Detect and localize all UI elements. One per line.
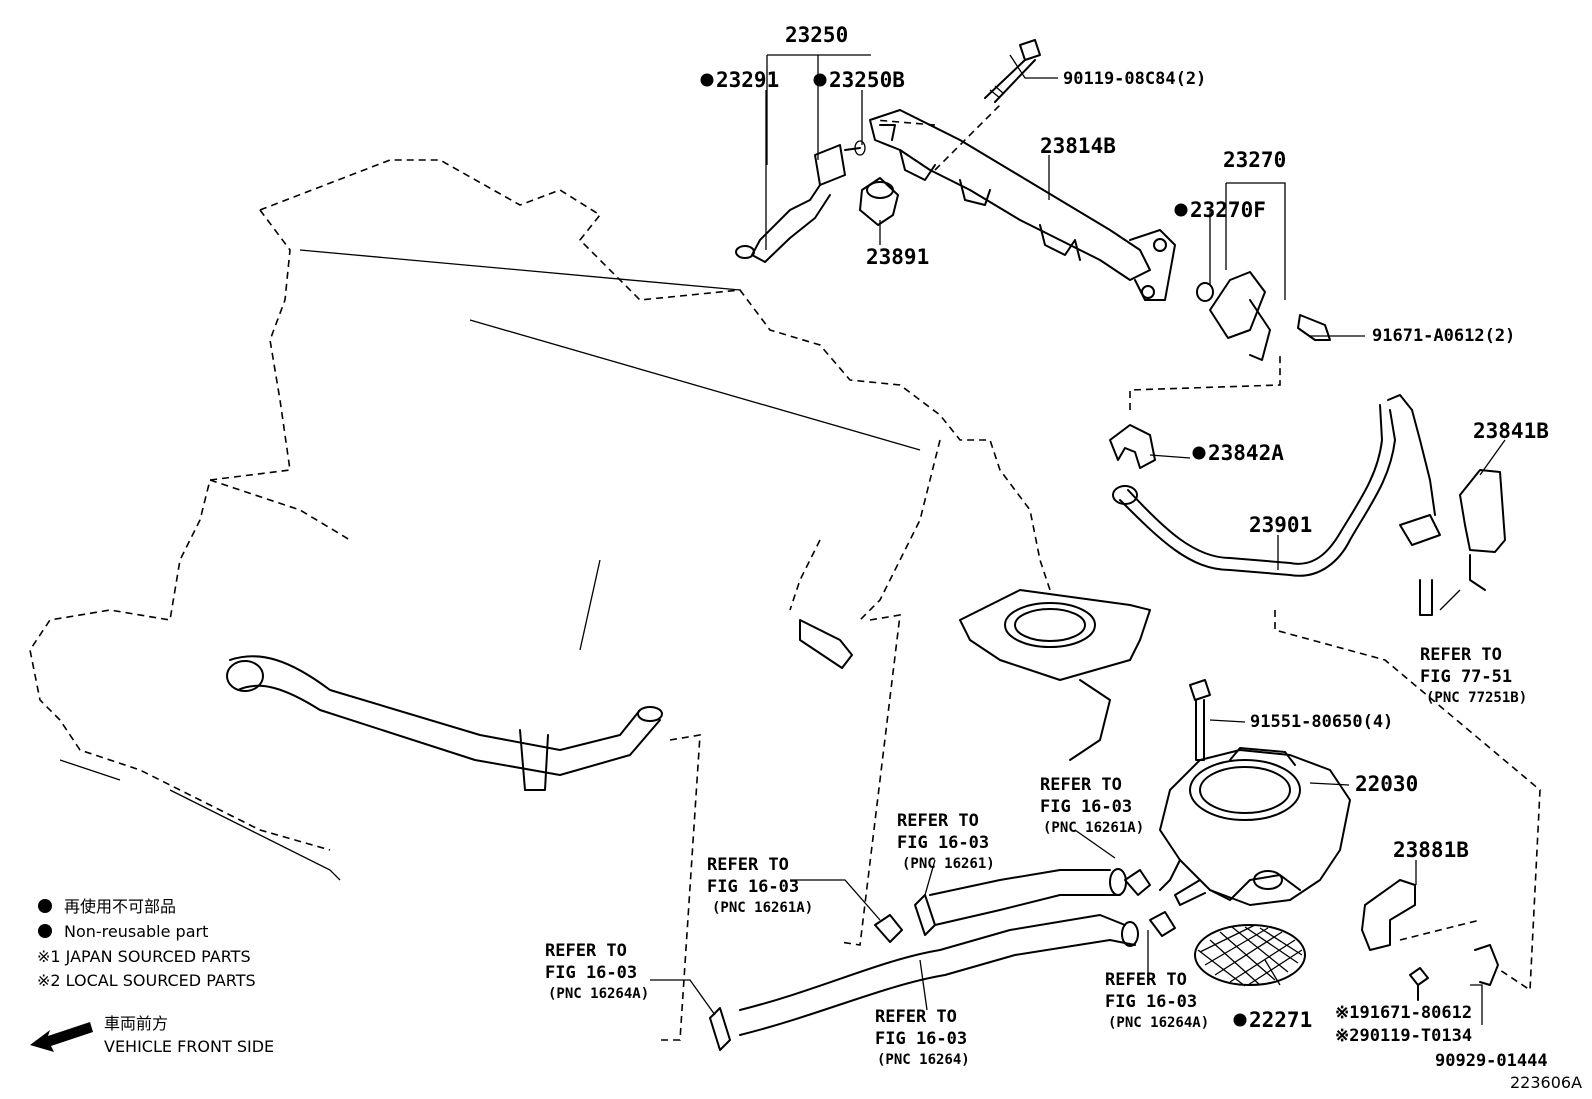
bracket-23881b: [1361, 879, 1416, 951]
refer-pnc: (PNC 77251B): [1426, 690, 1527, 706]
fuel-rail: [869, 109, 1176, 301]
leader-lines: [650, 54, 1506, 1025]
label-22271: 22271: [1249, 1008, 1312, 1032]
non-reusable-dot-icon: [1192, 446, 1206, 460]
label-23250: 23250: [785, 23, 848, 47]
delivery-pipe-23270: [1196, 271, 1271, 361]
fuel-injector: [735, 140, 866, 263]
label-90929-01444: 90929-01444: [1435, 1051, 1548, 1071]
label-23270: 23270: [1223, 148, 1286, 172]
legend: 再使用不可部品 Non-reusable part ※1 JAPAN SOURC…: [30, 897, 274, 1056]
label-22030: 22030: [1355, 772, 1418, 796]
label-23291: 23291: [716, 68, 779, 92]
refer-pnc: (PNC 16264A): [1108, 1015, 1209, 1031]
label-23891: 23891: [866, 245, 929, 269]
bolt-91671a: [1297, 314, 1331, 341]
water-hoses: [709, 868, 1176, 1051]
water-pipe-left: [226, 619, 853, 791]
label-23814b: 23814B: [1040, 134, 1116, 158]
fuel-hose-23901: [1112, 394, 1441, 577]
refer-label: REFER TO: [1040, 775, 1122, 795]
legend-nonreusable-en: Non-reusable part: [64, 922, 208, 941]
label-91671-80612: ※191671-80612: [1335, 1003, 1472, 1023]
legend-local-sourced: ※2 LOCAL SOURCED PARTS: [37, 971, 256, 990]
non-reusable-dot-icon: [700, 73, 714, 87]
non-reusable-dot-icon: [38, 899, 52, 913]
bolt-91671b: [1409, 967, 1429, 1001]
refer-pnc: (PNC 16264): [877, 1052, 970, 1068]
throttle-body: [1159, 747, 1351, 906]
refer-label: REFER TO: [707, 855, 789, 875]
refer-pnc: (PNC 16261): [902, 856, 995, 872]
bolt-90119: [984, 39, 1041, 103]
non-reusable-dot-icon: [1174, 203, 1188, 217]
intake-flange: [959, 589, 1151, 761]
label-23270f: 23270F: [1190, 198, 1266, 222]
non-reusable-dot-icon: [38, 924, 52, 938]
refer-pnc: (PNC 16261A): [1043, 820, 1144, 836]
insulator-23891: [859, 177, 899, 226]
label-90119-t0134: ※290119-T0134: [1335, 1026, 1472, 1046]
bolt-91551: [1189, 679, 1211, 761]
legend-front-en: VEHICLE FRONT SIDE: [104, 1037, 274, 1056]
refer-fig: FIG 77-51: [1420, 667, 1512, 687]
refer-fig: FIG 16-03: [545, 963, 637, 983]
legend-front-jp: 車両前方: [104, 1014, 168, 1033]
label-91551-80650: 91551-80650(4): [1250, 712, 1393, 732]
non-reusable-dot-icon: [813, 73, 827, 87]
refer-fig: FIG 16-03: [897, 833, 989, 853]
refer-label: REFER TO: [545, 941, 627, 961]
refer-fig: FIG 16-03: [707, 877, 799, 897]
non-reusable-dot-icon: [1233, 1013, 1247, 1027]
label-90119-08c84: 90119-08C84(2): [1063, 69, 1206, 89]
label-23250b: 23250B: [829, 68, 905, 92]
engine-outline: [29, 159, 1051, 881]
gasket-22271: [1194, 924, 1306, 987]
legend-japan-sourced: ※1 JAPAN SOURCED PARTS: [37, 947, 251, 966]
connector-23841b: [1419, 469, 1506, 616]
refer-blocks: REFER TO FIG 77-51 (PNC 77251B) REFER TO…: [545, 645, 1527, 1068]
clip-90929: [1474, 944, 1499, 986]
legend-nonreusable-jp: 再使用不可部品: [64, 897, 176, 916]
refer-label: REFER TO: [875, 1007, 957, 1027]
label-23901: 23901: [1249, 513, 1312, 537]
retainer-23842a: [1109, 424, 1156, 469]
refer-label: REFER TO: [1105, 970, 1187, 990]
reference-dashes: [660, 104, 1541, 1041]
label-91671-a0612: 91671-A0612(2): [1372, 326, 1515, 346]
refer-fig: FIG 16-03: [1105, 992, 1197, 1012]
label-23842a: 23842A: [1208, 441, 1284, 465]
part-labels: 23250 23291 23250B 90119-08C84(2) 23814B…: [700, 23, 1549, 1071]
refer-pnc: (PNC 16264A): [548, 986, 649, 1002]
refer-fig: FIG 16-03: [1040, 797, 1132, 817]
label-23881b: 23881B: [1393, 838, 1469, 862]
refer-label: REFER TO: [1420, 645, 1502, 665]
refer-pnc: (PNC 16261A): [712, 900, 813, 916]
label-23841b: 23841B: [1473, 419, 1549, 443]
refer-label: REFER TO: [897, 811, 979, 831]
figure-id: 223606A: [1510, 1073, 1582, 1092]
vehicle-front-arrow-icon: [30, 1022, 93, 1052]
refer-fig: FIG 16-03: [875, 1029, 967, 1049]
